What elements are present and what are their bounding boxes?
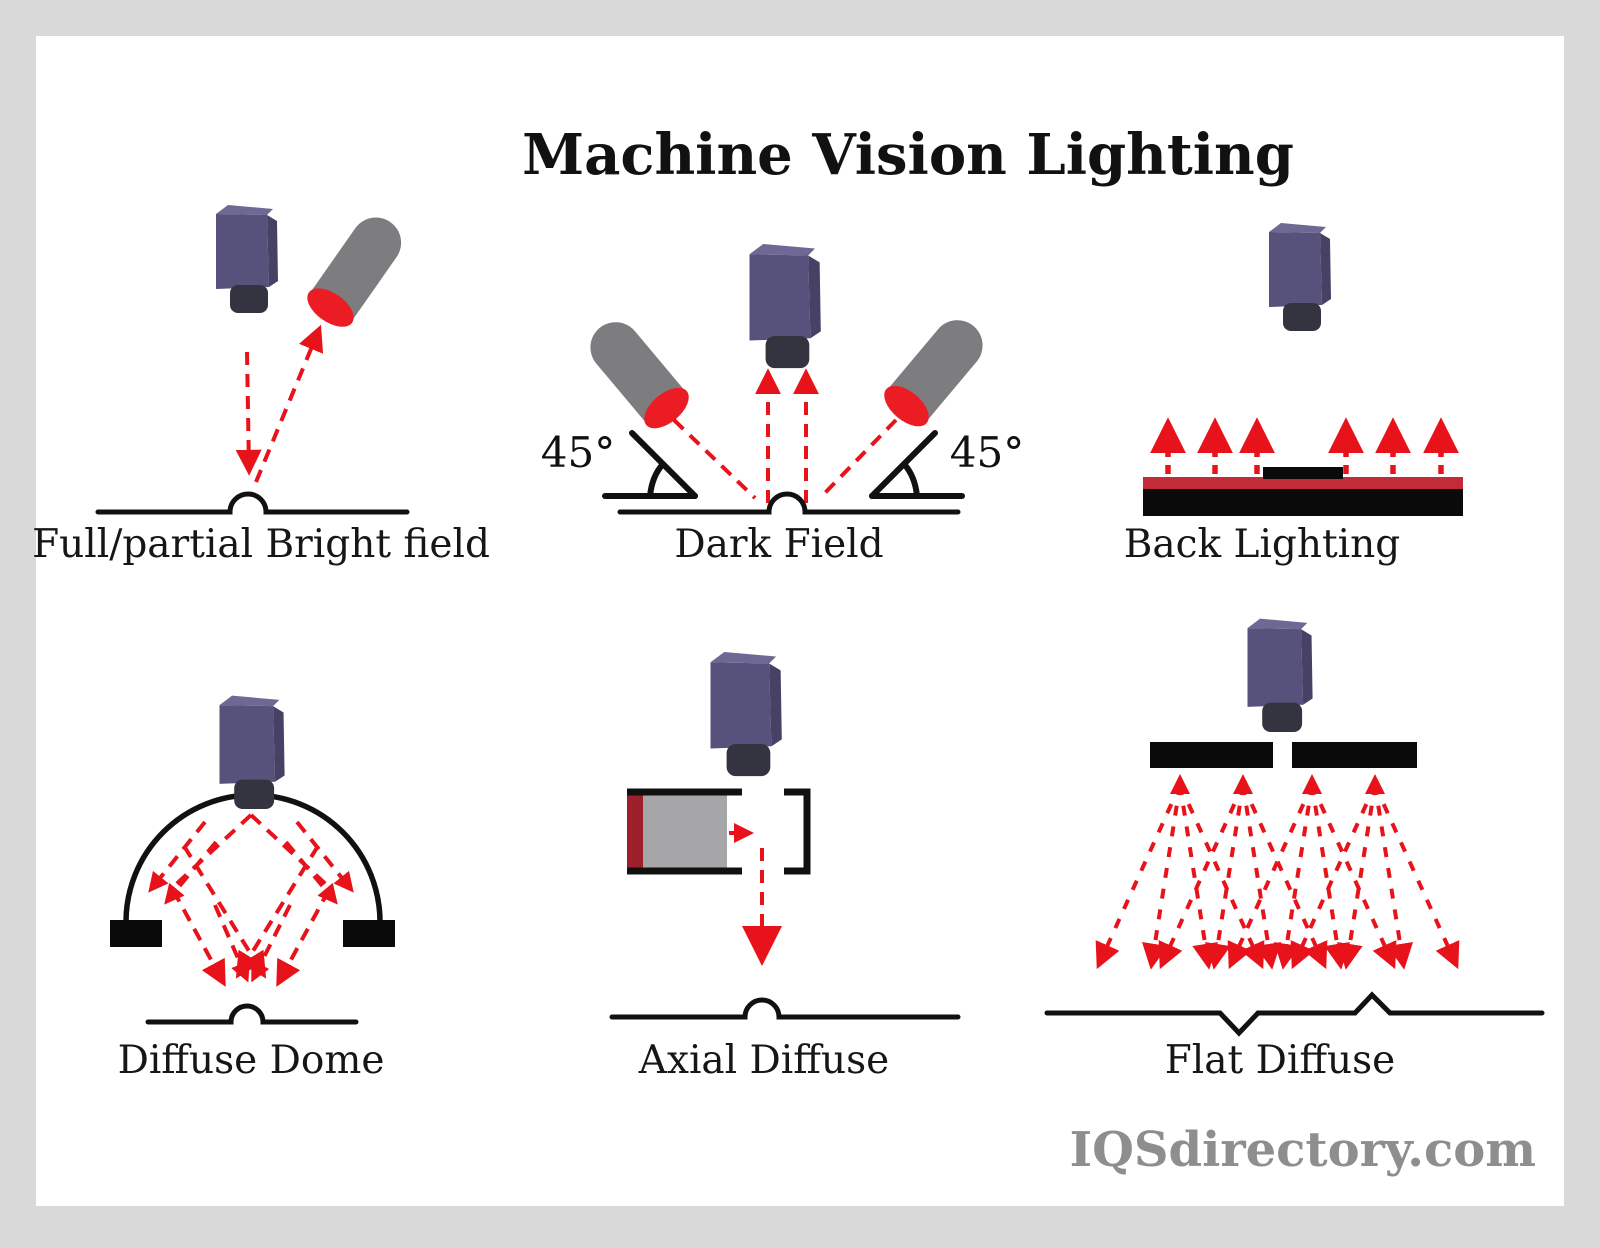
reflected-ray [254,324,324,483]
panel-flat-diffuse [1044,618,1545,1037]
backlight-panel [1143,488,1463,516]
panel-axial-diffuse [609,651,961,1020]
camera-icon [710,651,782,777]
dome [123,792,383,925]
panel-diffuse-dome [110,695,395,1025]
label-axial-diffuse: Axial Diffuse [638,1038,890,1083]
axial-light-source [627,795,643,868]
angle-wedge-right [869,430,965,499]
incident-ray-left [672,418,757,500]
page-title: Machine Vision Lighting [522,121,1294,188]
panel-bright-field [95,205,412,515]
light-icon-left [579,311,696,437]
ground-line-with-sample-bump [609,997,961,1020]
angle-label-left: 45° [540,428,616,477]
flat-diffuse-rays [1095,774,1460,970]
camera-ray [235,351,262,476]
light-icon-right [877,309,994,435]
dome-rays [148,813,354,987]
backlight-emitting-strip [1143,477,1463,489]
label-dark-field: Dark Field [674,522,884,567]
angle-wedge-left [602,430,698,499]
label-back-lighting: Back Lighting [1123,522,1401,567]
angle-label-right: 45° [949,428,1025,477]
dome-foot-right [343,920,395,947]
label-bright-field: Full/partial Bright field [32,522,490,567]
beam-splitter-bracket [784,788,811,875]
ground-line-with-defects [1044,991,1545,1037]
flat-light-bar-left [1150,742,1273,768]
panel-dark-field [579,243,994,515]
ground-line-with-sample-bump [617,491,961,515]
camera-icon [216,205,278,313]
label-diffuse-dome: Diffuse Dome [117,1038,385,1083]
label-flat-diffuse: Flat Diffuse [1164,1038,1396,1083]
flat-light-bar-right [1292,742,1417,768]
camera-icon [749,243,821,369]
ground-line-with-sample-bump [145,1003,359,1025]
backlight-rays [1150,417,1459,474]
watermark: IQSdirectory.com [1069,1122,1536,1178]
camera-icon [219,695,285,810]
ground-line-with-sample-bump [95,491,410,515]
dome-foot-left [110,920,162,947]
axial-light-diffuser [643,795,727,868]
panel-back-lighting [1143,223,1463,516]
light-icon [300,206,412,335]
incident-ray-right [818,418,898,500]
camera-icon [1247,618,1313,733]
camera-icon [1269,223,1331,331]
sample-object [1263,467,1343,479]
